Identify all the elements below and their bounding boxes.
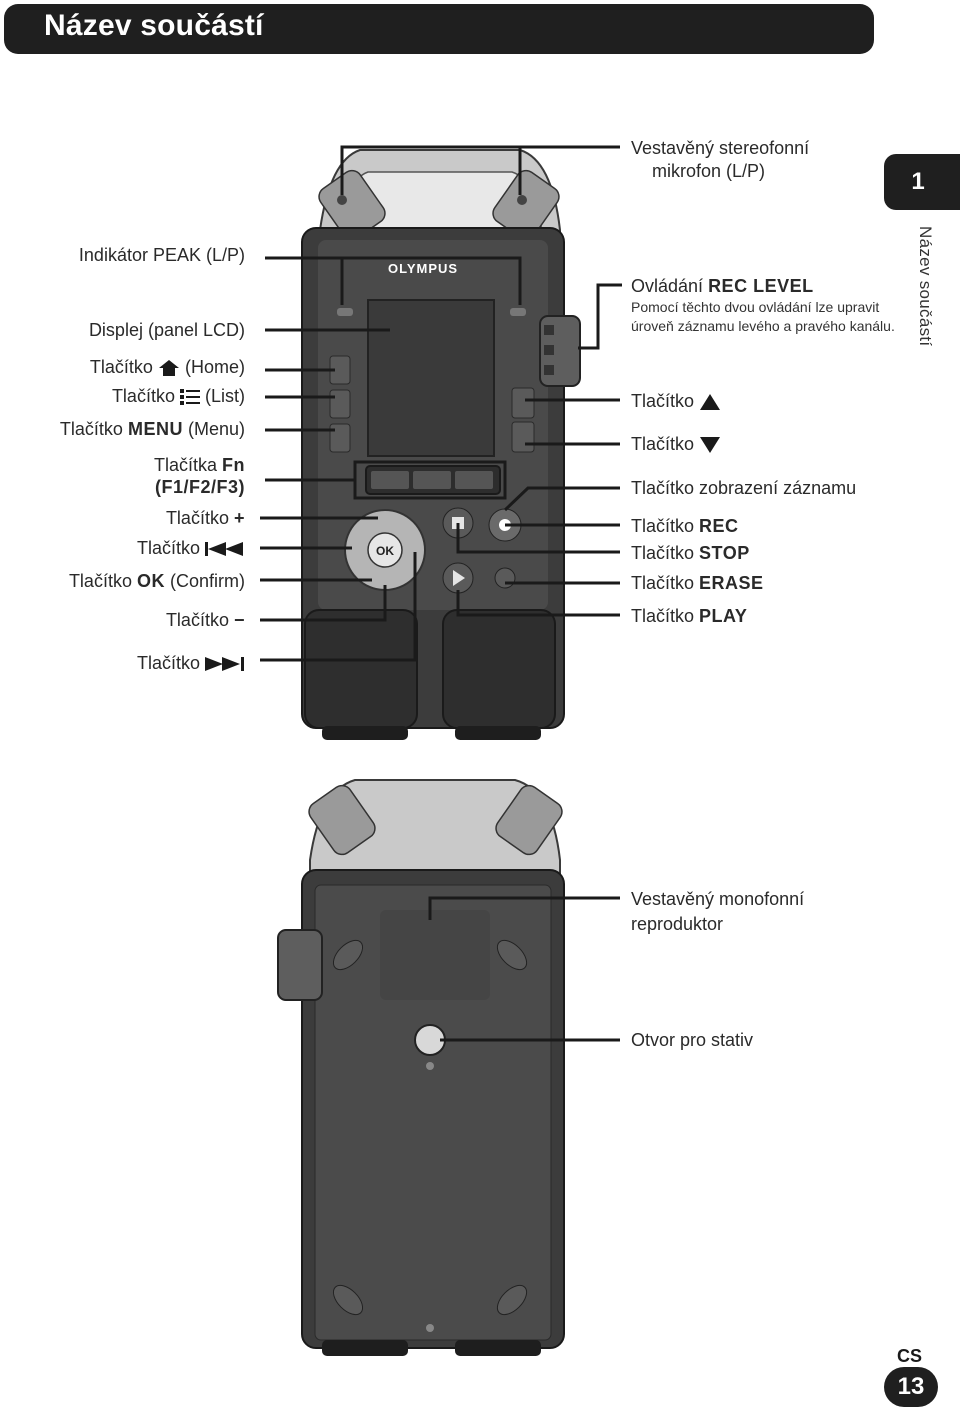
back-device [277,779,565,1356]
language-code: CS [897,1346,923,1366]
home-icon [158,360,179,377]
page-number: 13 [884,1367,938,1407]
next-button-label: Tlačítko [137,652,245,674]
fn-buttons-label-1: Tlačítka Fn [153,455,245,475]
mono-speaker-label-2: reproduktor [631,914,724,934]
chapter-side-title: Název součástí [916,226,935,347]
rec-level-label: Ovládání REC LEVEL [631,276,814,296]
up-arrow-icon [700,394,721,411]
tripod-hole-label: Otvor pro stativ [631,1030,754,1050]
rec-level-desc-2: úroveň záznamu levého a pravého kanálu. [631,318,895,334]
rec-level-desc-1: Pomocí těchto dvou ovládání lze upravit [631,299,880,315]
erase-button-label: Tlačítko ERASE [631,573,764,593]
play-button-label: Tlačítko PLAY [631,606,748,626]
up-button-label: Tlačítko [631,390,721,412]
device-brand-logo: OLYMPUS [388,261,459,276]
fn-buttons-label-2: (F1/F2/F3) [154,477,245,497]
list-icon [179,389,200,406]
page-title: Název součástí [44,9,264,42]
chapter-tab[interactable]: 1 [884,154,960,210]
home-button-label: Tlačítko (Home) [89,357,245,377]
list-button-label: Tlačítko (List) [111,386,245,406]
rec-button-label: Tlačítko REC [631,516,739,536]
device-ok-label: OK [376,544,394,558]
ok-button-label: Tlačítko OK (Confirm) [68,571,245,591]
minus-button-label: Tlačítko − [165,610,245,630]
prev-button-label: Tlačítko [137,537,245,559]
front-device [301,149,581,740]
stereo-mic-label-2: mikrofon (L/P) [652,161,766,181]
down-arrow-icon [700,437,721,454]
mono-speaker-label-1: Vestavěný monofonní [631,889,805,909]
page-title-bar: Název součástí [4,4,874,54]
down-button-label: Tlačítko [631,433,721,455]
stop-button-label: Tlačítko STOP [631,543,750,563]
skip-forward-icon [205,657,244,672]
plus-button-label: Tlačítko + [165,508,245,528]
peak-indicator-label: Indikátor PEAK (L/P) [78,245,245,265]
display-rec-label: Tlačítko zobrazení záznamu [631,478,857,498]
stereo-mic-label-1: Vestavěný stereofonní [631,138,810,158]
skip-back-icon [205,542,243,557]
menu-button-label: Tlačítko MENU (Menu) [59,419,245,439]
right-mic-grill [492,169,560,241]
lcd-label: Displej (panel LCD) [88,320,245,340]
leader-lines [260,145,622,1042]
